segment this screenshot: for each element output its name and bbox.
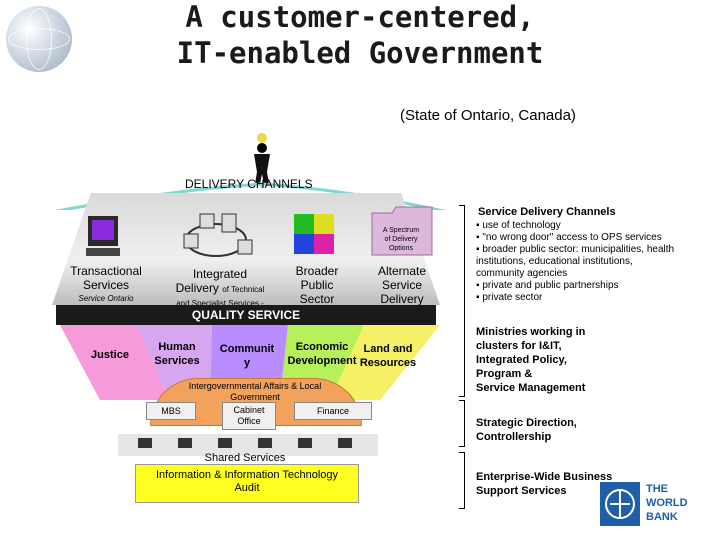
network-icon xyxy=(183,213,253,257)
brace-middle xyxy=(459,400,465,447)
finance-box: Finance xyxy=(294,402,372,420)
channel-integrated: Integrated Delivery of Technical and Spe… xyxy=(175,267,265,308)
page-title-line2: IT-enabled Government xyxy=(176,36,544,70)
cabinet-office-box: Cabinet Office xyxy=(222,402,276,430)
logo-text-world: WORLD xyxy=(646,497,688,509)
shared-services-box: Information & Information Technology Aud… xyxy=(135,464,359,503)
mbs-box: MBS xyxy=(146,402,196,420)
quality-service-bar: QUALITY SERVICE xyxy=(56,305,436,325)
ministry-land-resources: Land and Resources xyxy=(359,343,417,369)
globe-icon xyxy=(6,6,72,72)
spectrum-text: A Spectrum of Delivery Options xyxy=(382,227,420,252)
spectrum-folder-icon xyxy=(371,206,433,256)
person-icon xyxy=(254,133,270,184)
logo-text-bank: BANK xyxy=(646,511,678,523)
world-bank-emblem-icon xyxy=(600,482,640,526)
ministries-description: Ministries working in clusters for I&IT,… xyxy=(476,326,586,394)
computer-icon xyxy=(86,216,120,256)
puzzle-icon xyxy=(294,214,334,254)
channel-alternate: Alternate Service Delivery xyxy=(377,264,427,306)
intergov-label: Intergovernmental Affairs & Local Govern… xyxy=(188,381,322,402)
ministry-economic-development: Economic Development xyxy=(287,341,357,367)
ministry-human-services: Human Services xyxy=(154,341,200,367)
channel-transactional: Transactional Services Service Ontario xyxy=(70,264,142,303)
servers-row xyxy=(118,434,378,456)
ministry-justice: Justice xyxy=(91,349,129,361)
sdc-title: Service Delivery Channels xyxy=(478,206,616,218)
shared-services-label: Shared Services xyxy=(204,452,286,464)
channel-broader: Broader Public Sector xyxy=(295,264,339,306)
page-subtitle: (State of Ontario, Canada) xyxy=(400,107,576,124)
strategic-direction-text: Strategic Direction, Controllership xyxy=(476,417,577,443)
brace-top xyxy=(459,205,465,397)
world-bank-logo: THE WORLD BANK xyxy=(600,480,710,528)
page-title-line1: A customer-centered, xyxy=(185,0,535,34)
sdc-bullets: ▪ use of technology ▪ "no wrong door" ac… xyxy=(476,220,675,303)
delivery-channels-label: DELIVERY CHANNELS xyxy=(185,177,313,191)
ministry-community: Communit y xyxy=(219,343,275,369)
enterprise-text: Enterprise-Wide Business Support Service… xyxy=(476,471,613,497)
brace-bottom xyxy=(459,452,465,509)
logo-text-the: THE xyxy=(646,483,668,495)
